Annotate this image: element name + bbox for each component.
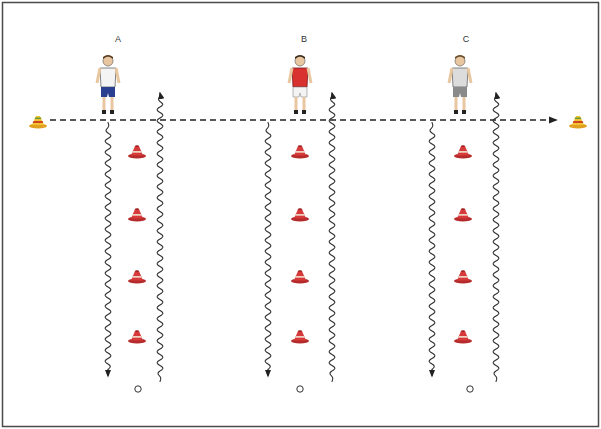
player-figure (289, 55, 311, 114)
slalom-cone (291, 330, 309, 343)
end-marker (297, 386, 303, 392)
player-figure (449, 55, 471, 114)
slalom-cone (454, 145, 472, 158)
slalom-cone (454, 270, 472, 283)
player-letter: B (301, 34, 307, 44)
end-markers (135, 386, 473, 392)
cone-rows (128, 145, 472, 343)
slalom-cone (128, 145, 146, 158)
slalom-cone (128, 270, 146, 283)
frame (3, 3, 599, 427)
player-letter: C (463, 34, 470, 44)
player-figure (97, 55, 119, 114)
dribble-path (265, 122, 271, 376)
dribble-paths (105, 93, 499, 382)
dribble-path (429, 122, 435, 376)
dribble-path (329, 93, 335, 382)
slalom-cone (128, 208, 146, 221)
slalom-cone (291, 270, 309, 283)
slalom-cone (454, 208, 472, 221)
player-letter: A (115, 34, 121, 44)
dribble-path (157, 93, 163, 382)
slalom-cone (291, 145, 309, 158)
dribble-path (493, 93, 499, 382)
end-marker (467, 386, 473, 392)
marker-cone (29, 116, 47, 129)
dribble-path (105, 122, 111, 376)
dashed-line (50, 119, 556, 120)
end-marker (135, 386, 141, 392)
slalom-cone (291, 208, 309, 221)
marker-cone (569, 116, 587, 129)
slalom-cone (128, 330, 146, 343)
slalom-cone (454, 330, 472, 343)
